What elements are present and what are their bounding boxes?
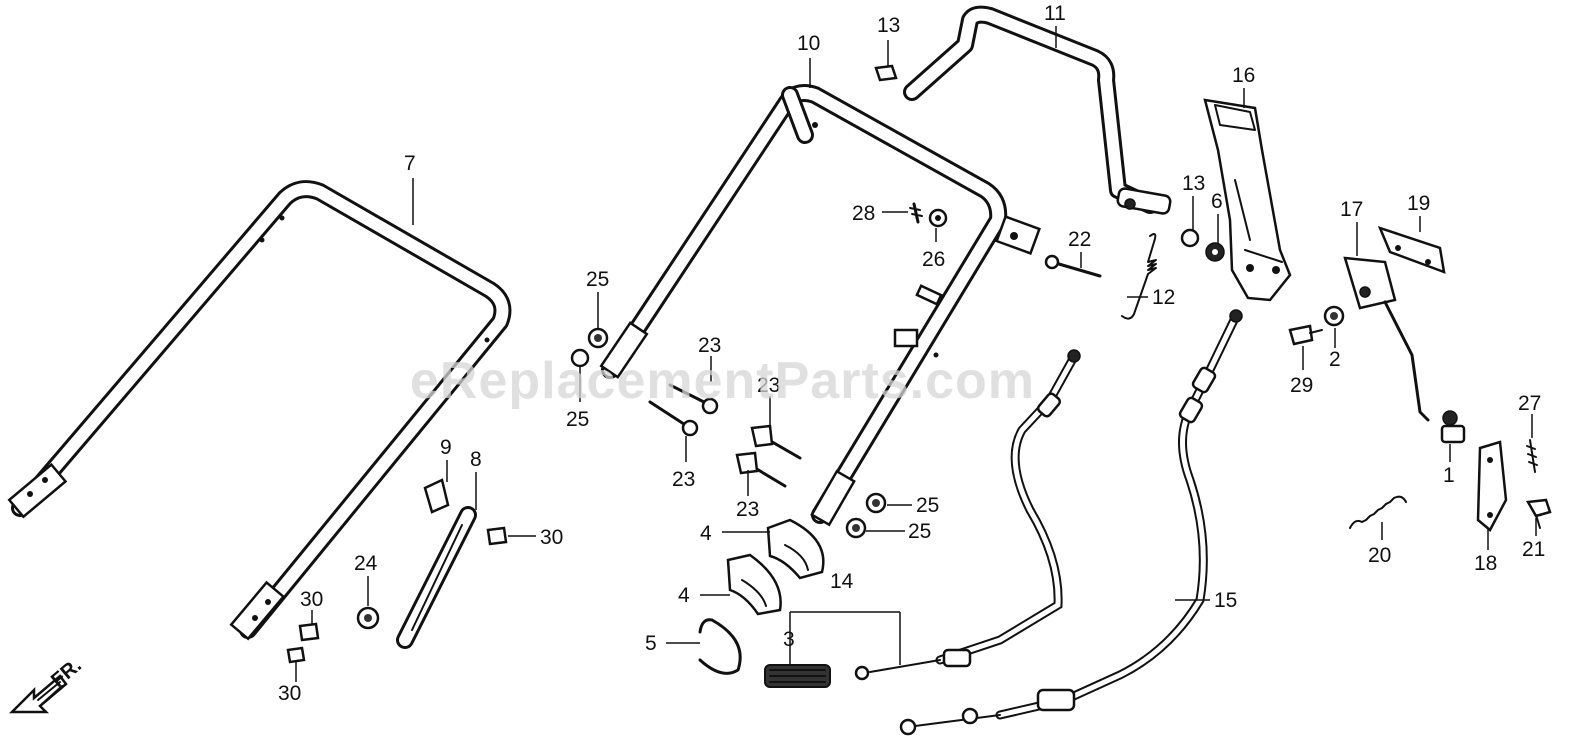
cable-part-15 bbox=[899, 309, 1243, 736]
front-direction-indicator: FR. bbox=[8, 654, 86, 714]
callout-29: 29 bbox=[1290, 374, 1313, 397]
callout-30c: 30 bbox=[278, 682, 301, 705]
callout-23c: 23 bbox=[672, 468, 695, 491]
callout-25a: 25 bbox=[586, 268, 609, 291]
callout-25b: 25 bbox=[566, 408, 589, 431]
callout-12: 12 bbox=[1152, 286, 1175, 309]
nut-part-26 bbox=[928, 208, 948, 228]
arm-part-18 bbox=[1476, 440, 1508, 532]
nut-part-13-top bbox=[874, 64, 898, 82]
plate-part-19 bbox=[1377, 225, 1446, 274]
callout-13b: 13 bbox=[1182, 172, 1205, 195]
callout-13a: 13 bbox=[877, 14, 900, 37]
callout-10: 10 bbox=[797, 32, 820, 55]
callout-23b: 23 bbox=[757, 374, 780, 397]
callout-6: 6 bbox=[1211, 190, 1223, 213]
collar-part-1 bbox=[1440, 410, 1466, 444]
front-arrow-icon bbox=[8, 674, 68, 714]
clip-part-5 bbox=[698, 618, 742, 675]
plate-part-17 bbox=[1343, 256, 1430, 422]
bolt-part-29 bbox=[1288, 324, 1323, 346]
callout-15: 15 bbox=[1214, 589, 1237, 612]
watermark-text: eReplacementParts.com bbox=[410, 352, 1035, 410]
clip-part-28 bbox=[909, 202, 923, 224]
cable-part-14 bbox=[854, 349, 1081, 681]
clamp-part-4-lower bbox=[726, 553, 782, 616]
upper-handle-part-10 bbox=[599, 84, 1041, 527]
callout-5: 5 bbox=[645, 632, 657, 655]
callout-23a: 23 bbox=[698, 334, 721, 357]
washer-part-6 bbox=[1205, 242, 1225, 262]
nut-part-13-right bbox=[1180, 228, 1200, 248]
callout-labels: 7 10 13 11 16 13 6 17 19 28 26 22 12 25 … bbox=[278, 2, 1545, 705]
bolt-part-22 bbox=[1044, 254, 1102, 278]
rod-part-8 bbox=[396, 506, 477, 649]
control-bracket-part-16 bbox=[1203, 98, 1292, 302]
callout-18: 18 bbox=[1474, 552, 1497, 575]
clamp-part-4-upper bbox=[766, 518, 825, 580]
callout-30a: 30 bbox=[540, 526, 563, 549]
callout-16: 16 bbox=[1232, 64, 1255, 87]
nut-part-24 bbox=[356, 606, 380, 630]
callout-25d: 25 bbox=[908, 520, 931, 543]
callout-3: 3 bbox=[783, 628, 795, 651]
callout-27: 27 bbox=[1518, 392, 1541, 415]
bolt-part-30-group bbox=[286, 526, 508, 664]
leader-lines bbox=[295, 26, 1537, 682]
spring-part-12 bbox=[1121, 233, 1157, 320]
callout-30b: 30 bbox=[300, 588, 323, 611]
pin-part-27 bbox=[1526, 439, 1538, 473]
bolt-part-21 bbox=[1525, 498, 1552, 529]
callout-17: 17 bbox=[1340, 198, 1363, 221]
callout-22: 22 bbox=[1068, 228, 1091, 251]
callout-20: 20 bbox=[1368, 544, 1391, 567]
callout-14: 14 bbox=[830, 570, 854, 593]
callout-23d: 23 bbox=[736, 498, 759, 521]
collar-part-2 bbox=[1323, 305, 1345, 327]
callout-9: 9 bbox=[440, 436, 452, 459]
callout-25c: 25 bbox=[916, 494, 939, 517]
callout-4a: 4 bbox=[700, 522, 712, 545]
callout-1: 1 bbox=[1443, 464, 1455, 487]
grip-part-3 bbox=[764, 664, 831, 688]
callout-24: 24 bbox=[354, 552, 378, 575]
callout-19: 19 bbox=[1407, 192, 1430, 215]
spring-part-20 bbox=[1349, 495, 1407, 529]
callout-21: 21 bbox=[1522, 538, 1545, 561]
callout-8: 8 bbox=[470, 448, 482, 471]
callout-4b: 4 bbox=[678, 584, 690, 607]
callout-7: 7 bbox=[404, 152, 416, 175]
callout-2: 2 bbox=[1329, 348, 1341, 371]
bolt-part-23-group bbox=[648, 383, 802, 488]
control-lever-part-11 bbox=[903, 5, 1172, 215]
bracket-part-9 bbox=[423, 478, 450, 514]
callout-11: 11 bbox=[1044, 2, 1066, 25]
lower-handle-part-7 bbox=[7, 180, 512, 641]
callout-28: 28 bbox=[852, 202, 875, 225]
callout-26: 26 bbox=[922, 248, 945, 271]
